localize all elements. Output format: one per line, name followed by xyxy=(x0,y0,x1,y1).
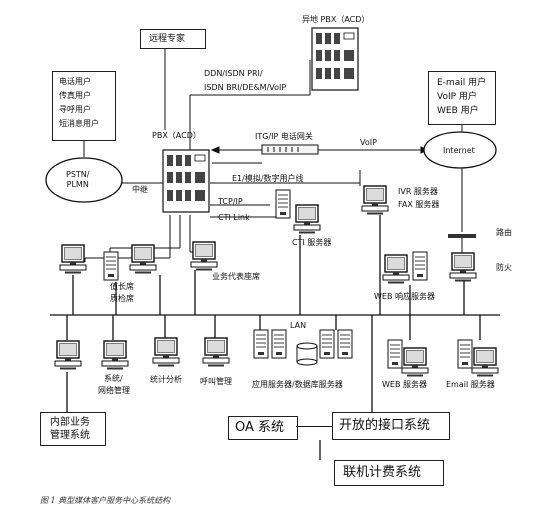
internet-user-item: VoIP 用户 xyxy=(437,92,477,102)
ivr-fax-server-icon xyxy=(361,185,389,216)
web-server-label: WEB 服务器 xyxy=(382,380,427,389)
cti-link-label: CTI Link xyxy=(218,213,250,222)
remote-pbx-cabinet xyxy=(311,27,359,91)
tcp-ip-label: TCP/IP xyxy=(218,197,243,206)
lan-label: LAN xyxy=(290,321,307,330)
remote-expert-label: 远程专家 xyxy=(149,34,186,44)
internal-biz-box: 内部业务 管理系统 xyxy=(40,412,106,446)
internet-user-item: WEB 用户 xyxy=(437,106,479,116)
router-icon xyxy=(448,234,476,238)
db-server-tower-2-icon xyxy=(337,329,353,359)
pbx-acd-label: PBX（ACD） xyxy=(152,131,201,140)
cti-server-monitor-icon xyxy=(293,204,321,235)
router-label: 路由 xyxy=(496,228,512,237)
qc-console-label: 质检席 xyxy=(110,294,134,303)
internet-label: Internet xyxy=(443,146,475,155)
stats-label: 统计分析 xyxy=(150,375,182,384)
lan-backbone xyxy=(50,215,500,460)
open-interface-label: 开放的接口系统 xyxy=(339,418,431,433)
voip-label: VoIP xyxy=(360,138,377,147)
remote-expert-box: 远程专家 xyxy=(140,29,206,49)
internal-biz-label-2: 管理系统 xyxy=(50,430,90,441)
cti-server-tower-icon xyxy=(275,189,291,219)
internet-users-box: E-mail 用户 VoIP 用户 WEB 用户 xyxy=(428,71,496,125)
web-resp-server-label: WEB 响应服务器 xyxy=(374,292,435,301)
billing-box: 联机计费系统 xyxy=(334,460,444,486)
firewall-pc-icon xyxy=(449,252,477,283)
fax-server-label: FAX 服务器 xyxy=(398,200,440,209)
workstation-1-icon xyxy=(59,244,87,275)
ops-mgmt-pc-icon xyxy=(202,337,230,368)
oa-connector xyxy=(296,426,332,427)
itg-gateway-label: ITG/IP 电话网关 xyxy=(255,132,313,141)
shift-lead-pc-icon xyxy=(129,244,157,275)
system-mgmt-pc-icon xyxy=(101,340,129,371)
remote-pbx-label: 异地 PBX（ACD） xyxy=(302,15,370,24)
web-resp-server-tower-icon xyxy=(412,251,428,281)
user-types-box: 电话用户 传真用户 寻呼用户 短消息用户 xyxy=(52,71,116,141)
pbx-acd-cabinet xyxy=(162,149,210,213)
app-server-tower-1-icon xyxy=(253,329,269,359)
ivr-server-label: IVR 服务器 xyxy=(398,187,438,196)
oa-system-box: OA 系统 xyxy=(228,416,298,440)
web-server-tower-icon xyxy=(387,339,403,369)
itg-gateway-icon xyxy=(261,144,319,155)
trunk-types-line2: ISDN BRI/DE&M/VoIP xyxy=(204,83,287,92)
figure-caption: 图 1 典型媒体客户服务中心系统结构 xyxy=(40,496,171,505)
user-type-item: 电话用户 xyxy=(59,77,91,86)
billing-label: 联机计费系统 xyxy=(343,465,422,480)
firewall-label: 防火 xyxy=(496,263,512,272)
system-mgmt-label-1: 系统/ xyxy=(104,374,123,383)
trunk-label: 中继 xyxy=(132,185,148,194)
internal-biz-label-1: 内部业务 xyxy=(50,417,90,428)
database-cylinder-icon xyxy=(296,342,318,366)
open-interface-box: 开放的接口系统 xyxy=(332,412,450,440)
pstn-label: PSTN/ PLMN xyxy=(66,170,90,189)
cti-server-label: CTI 服务器 xyxy=(292,238,332,247)
shift-lead-tower-icon xyxy=(103,251,119,281)
oa-system-label: OA 系统 xyxy=(235,420,285,435)
stats-pc-icon xyxy=(152,337,180,368)
agent-console-label: 业务代表座席 xyxy=(212,272,260,281)
system-mgmt-label-2: 网络管理 xyxy=(98,386,130,395)
internet-cloud xyxy=(423,131,497,169)
email-server-label: Email 服务器 xyxy=(446,380,495,389)
ops-mgmt-label: 呼叫管理 xyxy=(200,377,232,386)
e1-line-label: E1/模拟/数字用户线 xyxy=(232,174,304,183)
pstn-cloud xyxy=(45,157,123,203)
db-server-tower-1-icon xyxy=(319,329,335,359)
app-server-tower-2-icon xyxy=(271,329,287,359)
email-server-tower-icon xyxy=(457,339,473,369)
web-resp-server-monitor-icon xyxy=(382,254,410,285)
web-server-pc-icon xyxy=(401,347,429,378)
internet-user-item: E-mail 用户 xyxy=(437,78,487,88)
app-db-server-label: 应用服务器/数据库服务器 xyxy=(252,380,343,389)
user-type-item: 传真用户 xyxy=(59,91,91,100)
user-type-item: 寻呼用户 xyxy=(59,105,91,114)
trunk-types-line1: DDN/ISDN PRI/ xyxy=(204,69,263,78)
shift-lead-label: 值长席 xyxy=(110,282,134,291)
internal-biz-pc-icon xyxy=(54,340,82,371)
user-type-item: 短消息用户 xyxy=(59,119,99,128)
agent-console-pc-icon xyxy=(190,241,218,272)
voip-arrow xyxy=(210,146,430,154)
email-server-pc-icon xyxy=(471,347,499,378)
connector-lines xyxy=(83,48,463,262)
